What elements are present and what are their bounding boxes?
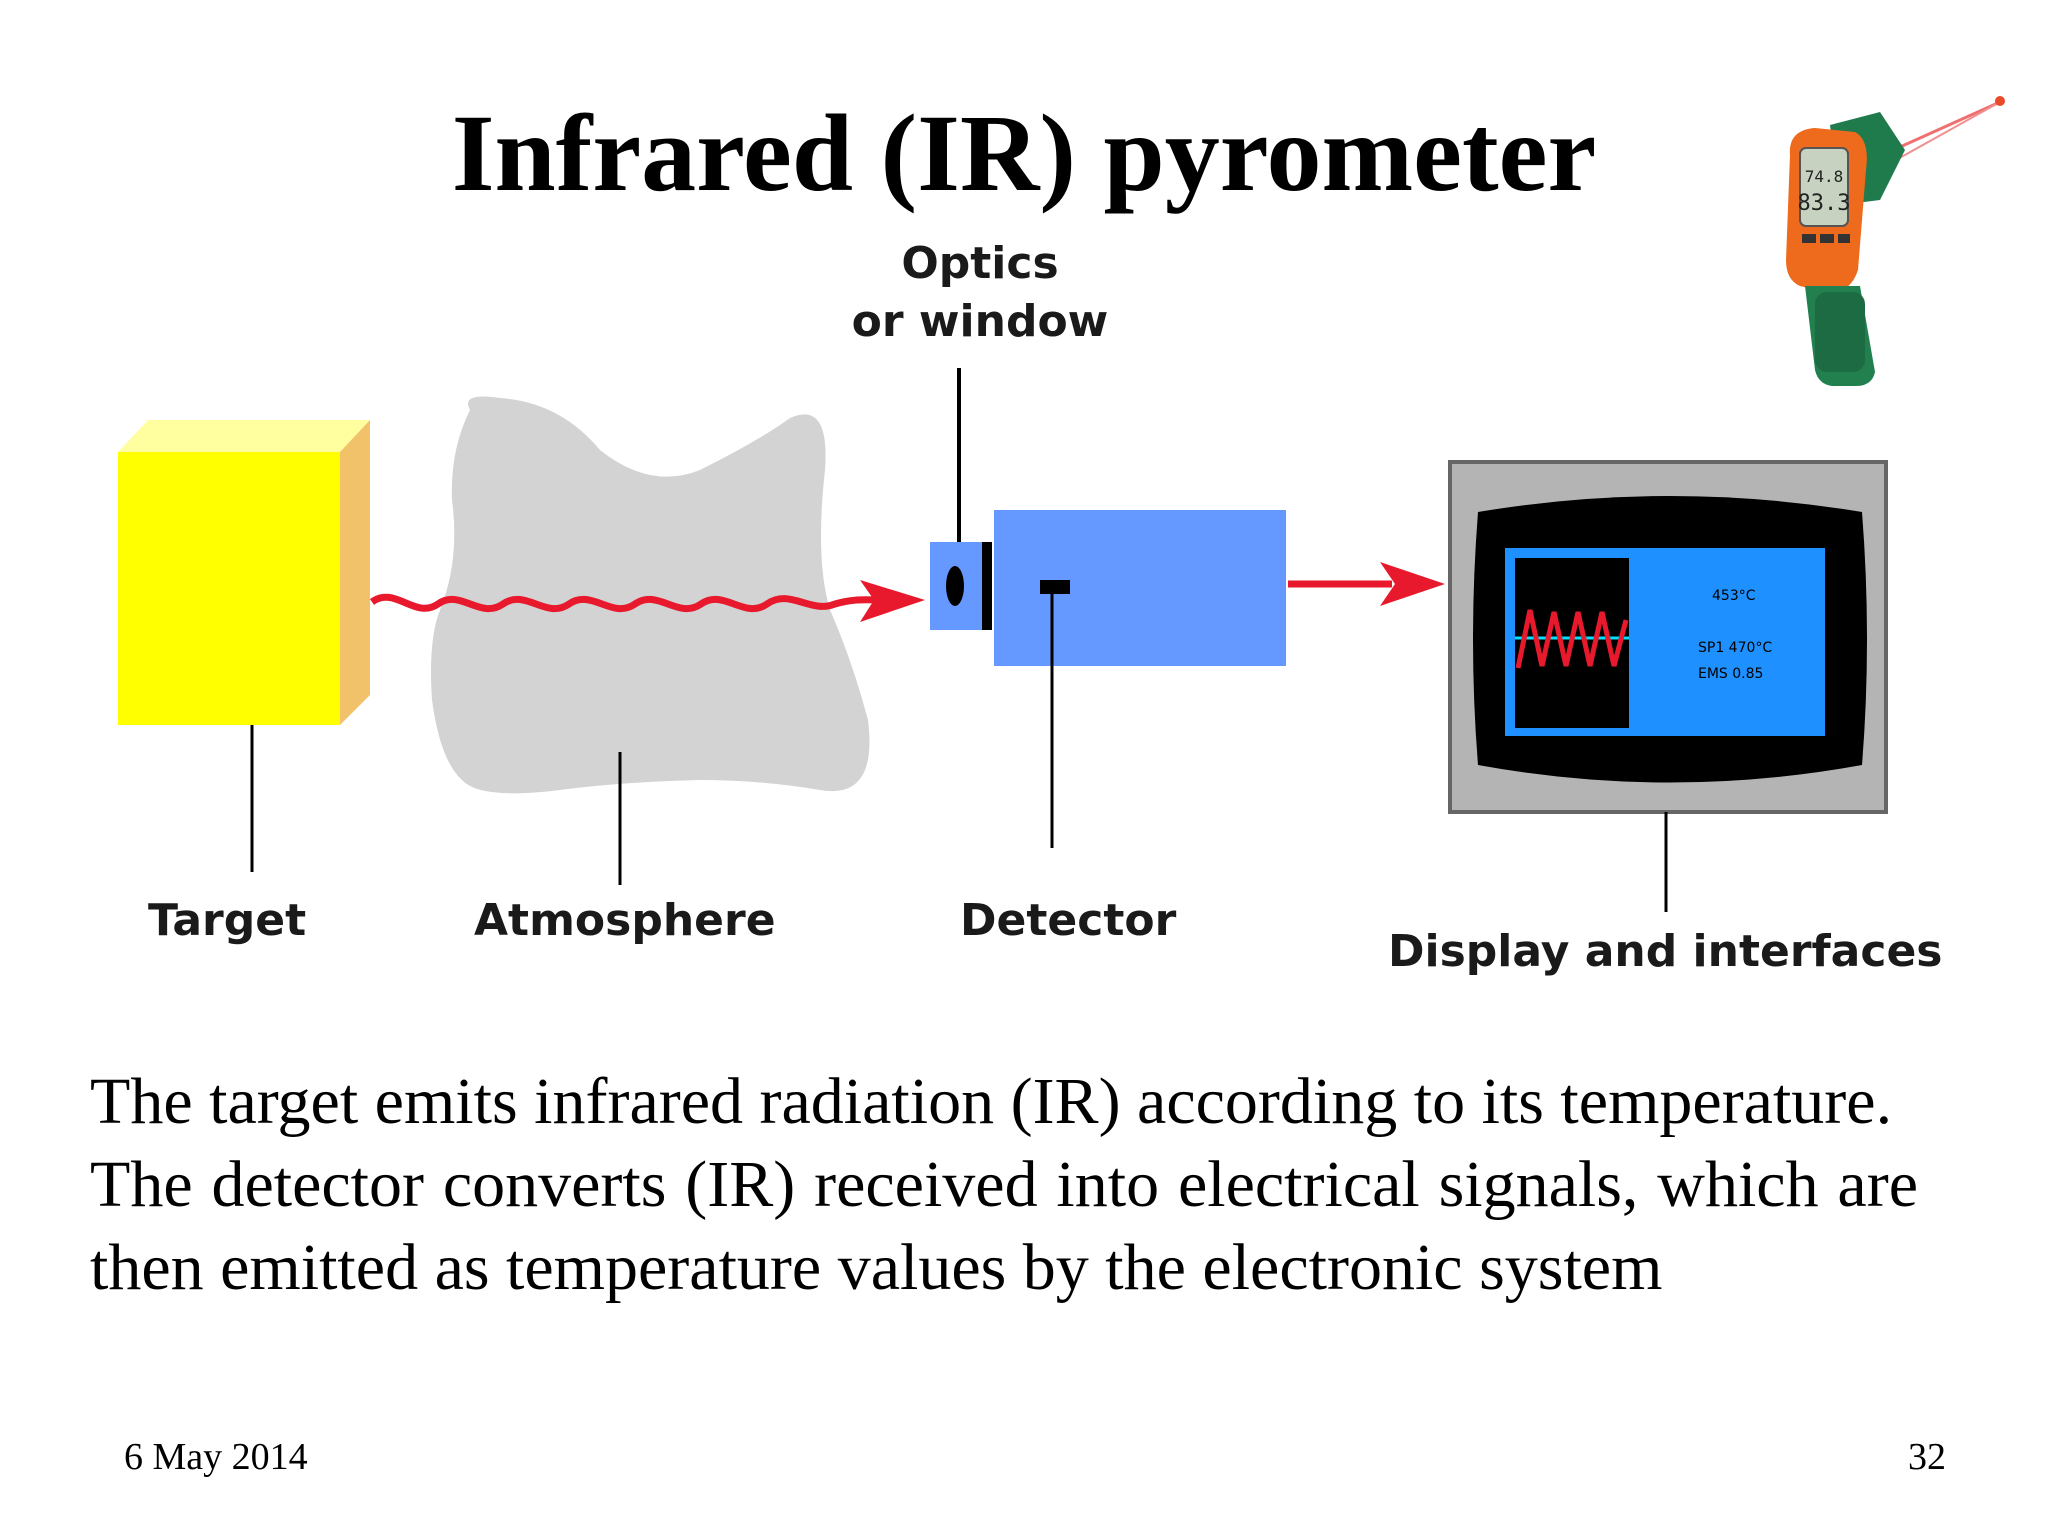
optics-label-line1: Optics xyxy=(901,238,1059,289)
screen-reading: 453°C xyxy=(1712,588,1756,604)
atmosphere-cloud xyxy=(431,396,870,794)
thermometer-main-value: 83.3 xyxy=(1798,191,1851,216)
signal-arrow xyxy=(1288,562,1445,606)
screen-emissivity: EMS 0.85 xyxy=(1698,666,1763,682)
target-block xyxy=(118,420,370,725)
slide-page-number: 32 xyxy=(1908,1436,1946,1478)
screen-setpoint: SP1 470°C xyxy=(1698,640,1772,656)
thermometer-top-value: 74.8 xyxy=(1805,167,1844,186)
detector-assembly xyxy=(930,368,1286,848)
target-label: Target xyxy=(148,895,307,946)
paragraph-emission: The target emits infrared radiation (IR)… xyxy=(90,1065,1893,1138)
atmosphere-label: Atmosphere xyxy=(474,895,776,946)
display-unit: 453°C SP1 470°C EMS 0.85 xyxy=(1448,460,1888,814)
slide-title: Infrared (IR) pyrometer xyxy=(451,92,1597,214)
ir-radiation-wave xyxy=(369,593,881,613)
display-label: Display and interfaces xyxy=(1388,926,1943,977)
paragraph-detection: The detector converts (IR) received into… xyxy=(90,1148,1918,1304)
detector-label: Detector xyxy=(960,895,1177,946)
slide-date: 6 May 2014 xyxy=(124,1436,308,1478)
ir-arrowhead xyxy=(860,580,925,622)
optics-label-line2: or window xyxy=(851,296,1109,347)
body-text: The target emits infrared radiation (IR)… xyxy=(90,1060,1918,1309)
optics-label: Optics or window xyxy=(760,235,1200,351)
ir-thermometer-image: 74.8 83.3 xyxy=(1786,96,2005,386)
